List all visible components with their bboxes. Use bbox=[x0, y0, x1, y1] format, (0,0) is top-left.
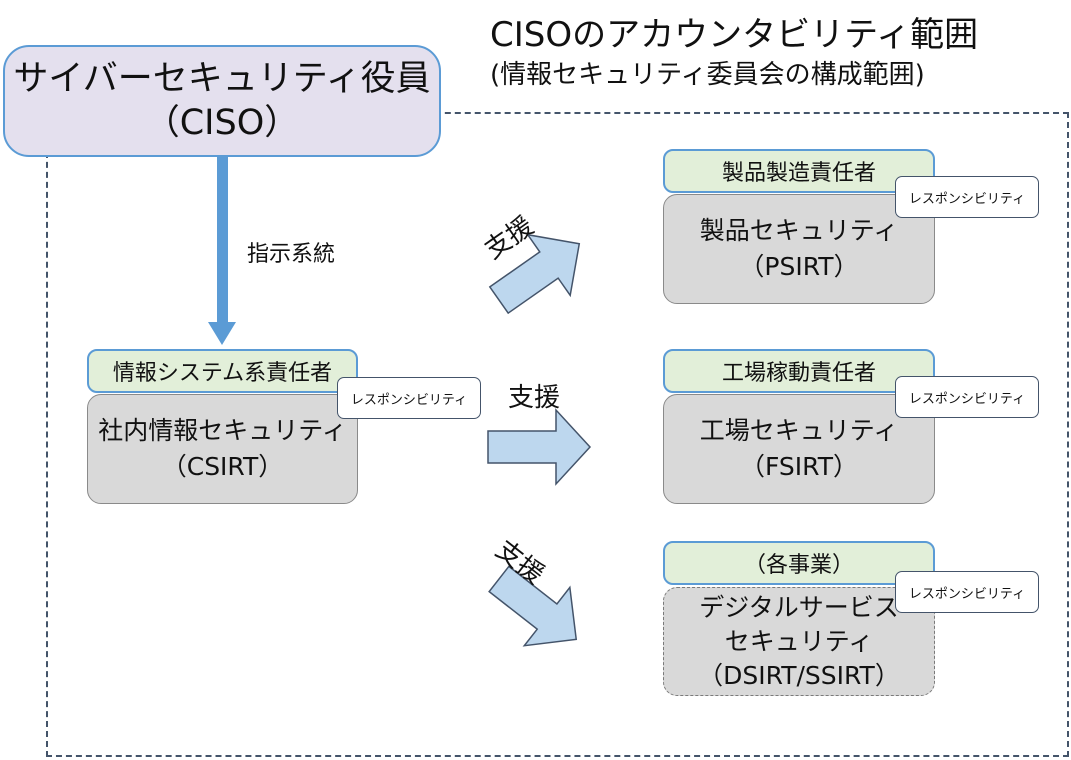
command-line-label: 指示系統 bbox=[247, 242, 336, 267]
support-arrow-middle bbox=[487, 408, 592, 486]
dsirt-responsibility-badge: レスポンシビリティ bbox=[895, 571, 1039, 613]
dsirt-title-line2: セキュリティ bbox=[724, 626, 874, 656]
csirt-title: 社内情報セキュリティ bbox=[98, 416, 347, 445]
command-arrow bbox=[208, 157, 236, 345]
scope-subtitle: (情報セキュリティ委員会の構成範囲) bbox=[490, 60, 925, 90]
ciso-abbrev: （CISO） bbox=[144, 103, 300, 143]
dsirt-abbrev: （DSIRT/SSIRT） bbox=[698, 660, 900, 690]
ciso-box: サイバーセキュリティ役員 （CISO） bbox=[3, 45, 441, 157]
fsirt-box: 工場セキュリティ （FSIRT） bbox=[663, 394, 935, 504]
psirt-box: 製品セキュリティ （PSIRT） bbox=[663, 194, 935, 304]
dsirt-box: デジタルサービス セキュリティ （DSIRT/SSIRT） bbox=[663, 587, 935, 696]
csirt-box: 社内情報セキュリティ （CSIRT） bbox=[87, 394, 358, 504]
psirt-title: 製品セキュリティ bbox=[699, 216, 899, 245]
fsirt-responsibility-badge: レスポンシビリティ bbox=[895, 376, 1039, 418]
csirt-abbrev: （CSIRT） bbox=[161, 452, 284, 481]
psirt-abbrev: （PSIRT） bbox=[739, 252, 859, 281]
csirt-owner-header: 情報システム系責任者 bbox=[87, 349, 358, 393]
fsirt-title: 工場セキュリティ bbox=[699, 416, 899, 445]
ciso-title: サイバーセキュリティ役員 bbox=[13, 59, 431, 99]
fsirt-owner-header: 工場稼動責任者 bbox=[663, 349, 935, 393]
psirt-responsibility-badge: レスポンシビリティ bbox=[895, 176, 1039, 218]
fsirt-abbrev: （FSIRT） bbox=[739, 452, 858, 481]
psirt-owner-header: 製品製造責任者 bbox=[663, 149, 935, 193]
support-arrow-upper bbox=[488, 233, 581, 315]
scope-title: CISOのアカウンタビリティ範囲 bbox=[490, 15, 979, 55]
support-label-middle: 支援 bbox=[508, 383, 561, 413]
support-arrow-lower bbox=[488, 565, 578, 647]
csirt-responsibility-badge: レスポンシビリティ bbox=[337, 377, 481, 419]
dsirt-owner-header: （各事業） bbox=[663, 541, 935, 585]
dsirt-title-line1: デジタルサービス bbox=[699, 592, 899, 622]
ciso-scope-border bbox=[46, 112, 1069, 757]
